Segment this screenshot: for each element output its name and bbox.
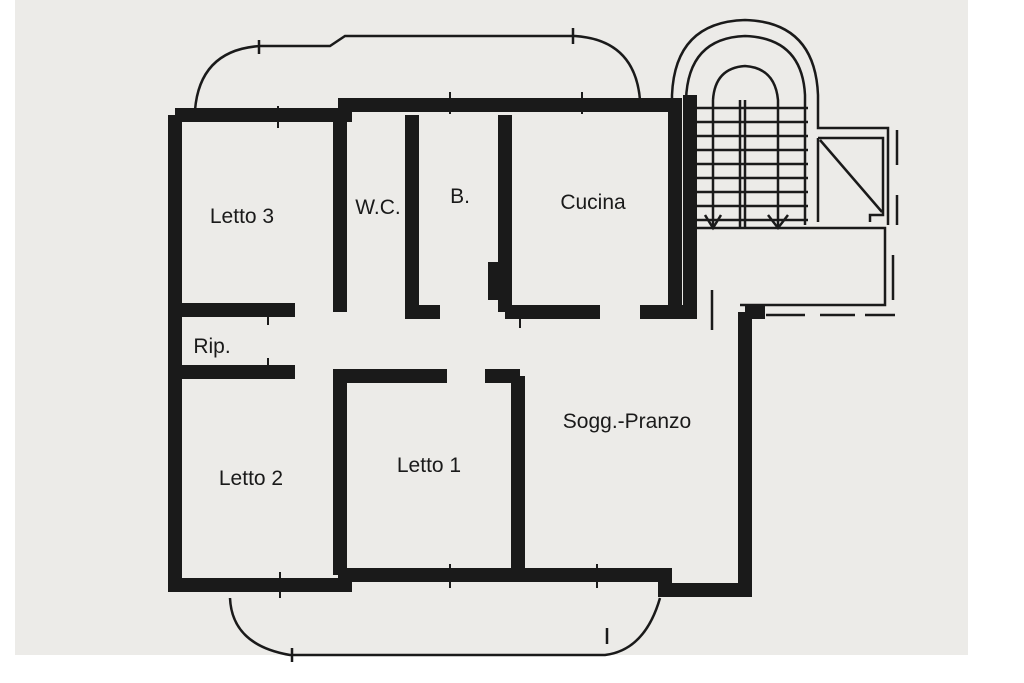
room-label-ripostiglio: Rip. (193, 335, 231, 358)
windows (245, 92, 630, 598)
room-label-letto-3: Letto 3 (209, 205, 275, 228)
room-label-bagno: B. (450, 185, 470, 208)
balconies (193, 18, 899, 662)
room-label-cucina: Cucina (560, 191, 626, 214)
wall-core (175, 95, 765, 590)
room-label-letto-2: Letto 2 (218, 467, 284, 490)
room-label-wc: W.C. (355, 196, 401, 219)
room-label-letto-1: Letto 1 (396, 454, 462, 477)
room-label-soggiorno-pranzo: Sogg.-Pranzo (562, 410, 692, 433)
